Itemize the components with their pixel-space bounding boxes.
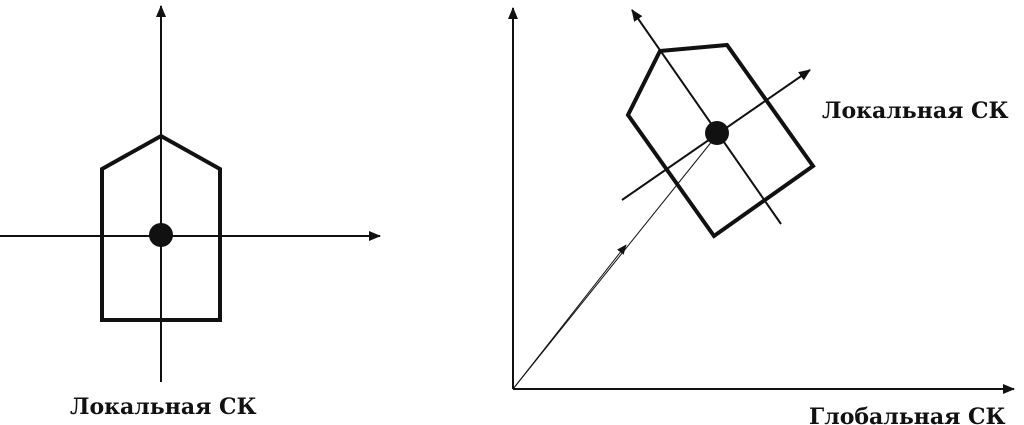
right-local-label: Локальная СК bbox=[822, 98, 1009, 124]
right-local-axis-v bbox=[631, 9, 782, 225]
right-origin-dot bbox=[705, 121, 729, 145]
left-local-system: Локальная СК bbox=[0, 5, 381, 420]
global-label: Глобальная СК bbox=[809, 404, 1006, 425]
position-vector bbox=[512, 134, 718, 390]
left-origin-dot bbox=[149, 223, 173, 247]
right-local-system: Локальная СК bbox=[621, 9, 1009, 239]
position-vector-arrow bbox=[512, 244, 627, 390]
global-system: Глобальная СК bbox=[508, 7, 1015, 425]
right-shape bbox=[625, 42, 816, 239]
left-local-label: Локальная СК bbox=[70, 394, 257, 420]
left-shape bbox=[100, 133, 222, 322]
